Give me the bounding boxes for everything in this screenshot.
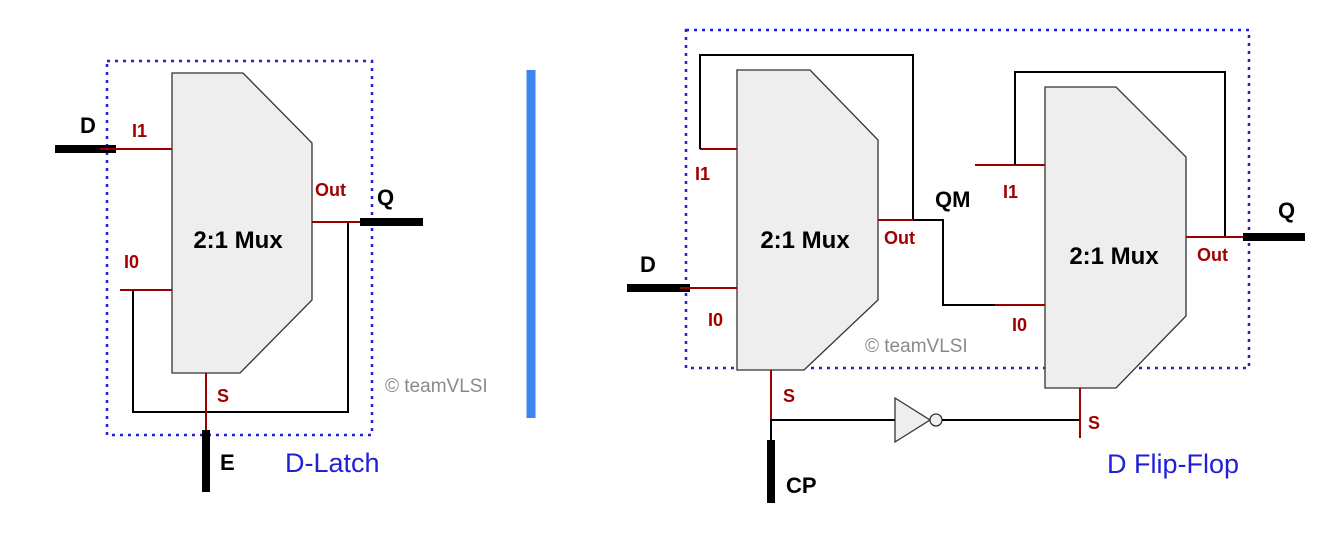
latch-watermark: © teamVLSI	[385, 376, 488, 397]
qm-label: QM	[935, 187, 970, 212]
latch-i1-label: I1	[132, 121, 147, 141]
slave-out-label: Out	[1197, 245, 1228, 265]
flipflop-caption: D Flip-Flop	[1107, 449, 1239, 479]
master-mux-block	[736, 69, 879, 371]
slave-i0-label: I0	[1012, 315, 1027, 335]
latch-i0-label: I0	[124, 252, 139, 272]
master-mux-label: 2:1 Mux	[760, 227, 850, 254]
d-flipflop: 2:1 Mux 2:1 Mux I1 D I0 Out QM I0 I1 Out…	[627, 28, 1305, 503]
latch-feedback-wire	[132, 222, 349, 413]
latch-mux-label: 2:1 Mux	[193, 227, 283, 254]
d-latch: 2:1 Mux D I1 I0 Out Q S E © teamVLSI D-L…	[55, 59, 488, 492]
slave-feedback-wire	[1014, 71, 1226, 237]
inverter-gate	[894, 396, 932, 444]
slave-i1-label: I1	[1003, 182, 1018, 202]
master-out-label: Out	[884, 228, 915, 248]
flipflop-d-label: D	[640, 252, 656, 277]
latch-mux-block	[171, 72, 313, 374]
latch-out-label: Out	[315, 180, 346, 200]
master-i1-label: I1	[695, 164, 710, 184]
cp-label: CP	[786, 473, 817, 498]
inverter-bubble	[929, 413, 943, 427]
flipflop-watermark: © teamVLSI	[865, 336, 968, 357]
slave-s-label: S	[1088, 413, 1100, 433]
latch-caption: D-Latch	[285, 448, 380, 478]
latch-q-label: Q	[377, 185, 394, 210]
latch-boundary-box	[105, 59, 374, 437]
latch-e-label: E	[220, 450, 235, 475]
master-s-label: S	[783, 386, 795, 406]
flipflop-q-label: Q	[1278, 198, 1295, 223]
master-feedback-wire	[699, 54, 914, 220]
flipflop-boundary-box	[684, 28, 1251, 370]
master-i0-label: I0	[708, 310, 723, 330]
latch-d-label: D	[80, 113, 96, 138]
slave-mux-label: 2:1 Mux	[1069, 243, 1159, 270]
qm-wire	[913, 219, 1020, 306]
slave-mux-block	[1044, 86, 1187, 389]
latch-s-label: S	[217, 386, 229, 406]
